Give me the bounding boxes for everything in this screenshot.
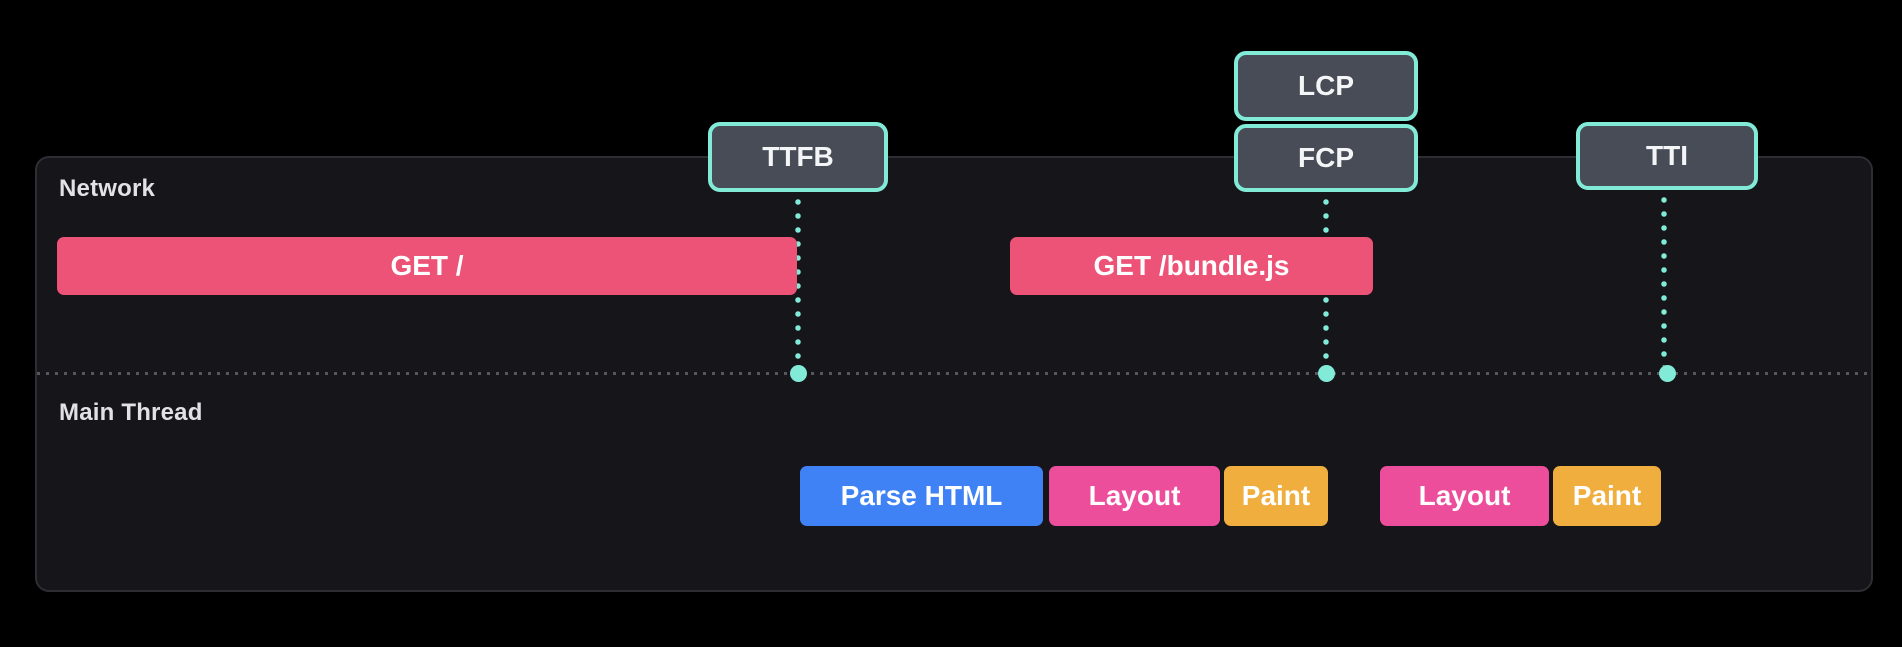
network-request-bar-get-root-label: GET / — [390, 250, 464, 281]
main-thread-bar-layout-2-label: Layout — [1418, 480, 1511, 511]
ttfb-marker-dot — [790, 365, 807, 382]
main-thread-bar-paint-1-label: Paint — [1241, 480, 1311, 511]
network-lane-label: Network — [59, 175, 156, 202]
tti-marker-dot — [1659, 365, 1676, 382]
tti-badge: TTI — [1576, 122, 1758, 190]
main-thread-bar-parse-html: Parse HTML — [800, 466, 1043, 526]
fcp-badge-label: FCP — [1298, 142, 1354, 173]
main-thread-lane-label: Main Thread — [59, 399, 203, 426]
network-request-bar-get-bundle-js-label: GET /bundle.js — [1093, 250, 1290, 281]
main-thread-bar-layout-1-label: Layout — [1088, 480, 1181, 511]
ttfb-badge: TTFB — [708, 122, 888, 192]
tti-marker-line — [1661, 194, 1667, 366]
lcp-badge: LCP — [1234, 51, 1418, 121]
ttfb-marker-line — [795, 196, 801, 366]
main-thread-bar-parse-html-label: Parse HTML — [840, 480, 1003, 511]
main-thread-bar-paint-2-label: Paint — [1572, 480, 1642, 511]
lcp-badge-label: LCP — [1298, 70, 1354, 101]
fcp-marker-dot — [1318, 365, 1335, 382]
tti-badge-label: TTI — [1646, 140, 1688, 171]
lane-divider-dotted-line — [37, 372, 1871, 375]
fcp-badge: FCP — [1234, 124, 1418, 192]
main-thread-bar-layout-2: Layout — [1380, 466, 1549, 526]
network-request-bar-get-bundle-js: GET /bundle.js — [1010, 237, 1373, 295]
main-thread-bar-paint-1: Paint — [1224, 466, 1328, 526]
network-request-bar-get-root: GET / — [57, 237, 797, 295]
main-thread-bar-paint-2: Paint — [1553, 466, 1661, 526]
main-thread-bar-layout-1: Layout — [1049, 466, 1220, 526]
ttfb-badge-label: TTFB — [762, 141, 834, 172]
